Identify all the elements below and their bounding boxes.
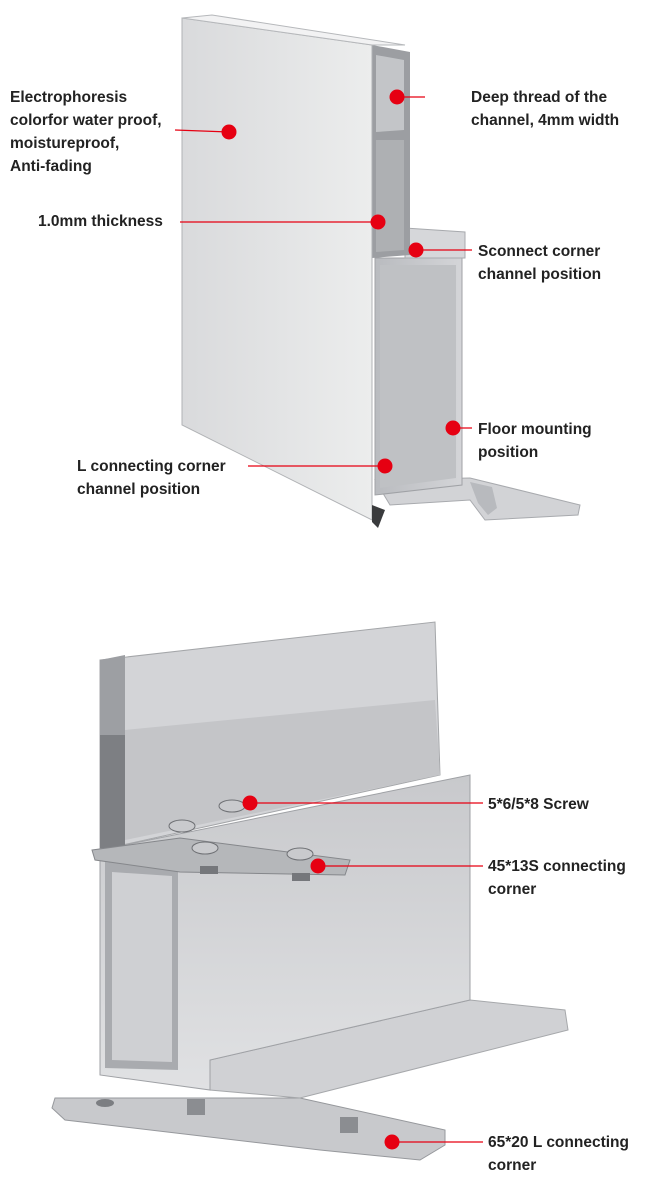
callout-deep-thread: Deep thread of the channel, 4mm width — [471, 89, 620, 129]
callout-thickness: 1.0mm thickness — [38, 213, 163, 230]
marker-dot — [310, 858, 326, 874]
screw-head — [218, 799, 246, 813]
marker-dot — [242, 795, 258, 811]
callout-l-corner: 65*20 L connecting corner — [488, 1134, 629, 1174]
screw-nut — [187, 1099, 205, 1115]
marker-dot — [221, 124, 237, 140]
callout-l-connecting: L connecting corner channel position — [77, 458, 226, 498]
callout-s-corner: 45*13S connecting corner — [488, 858, 626, 898]
screw-head — [168, 819, 196, 833]
callout-sconnect: Sconnect corner channel position — [478, 243, 602, 283]
leader-electrophoresis — [174, 129, 230, 133]
bottom-profile — [51, 621, 569, 1161]
screw-nut — [340, 1117, 358, 1133]
marker-dot — [377, 458, 393, 474]
callout-markers — [221, 89, 461, 1150]
callout-leaders — [174, 96, 483, 1143]
marker-dot — [384, 1134, 400, 1150]
plate-hole — [96, 1099, 114, 1107]
screw-nut — [200, 866, 218, 874]
marker-dot — [408, 242, 424, 258]
callout-floor: Floor mounting position — [478, 421, 592, 461]
callout-screw: 5*6/5*8 Screw — [488, 796, 589, 813]
callout-electrophoresis: Electrophoresis colorfor water proof, mo… — [10, 89, 162, 175]
marker-dot — [445, 420, 461, 436]
marker-dot — [389, 89, 405, 105]
screw-head — [286, 847, 314, 861]
screw-nut — [292, 873, 310, 881]
screw-group — [96, 799, 358, 1133]
marker-dot — [370, 214, 386, 230]
screw-head — [191, 841, 219, 855]
